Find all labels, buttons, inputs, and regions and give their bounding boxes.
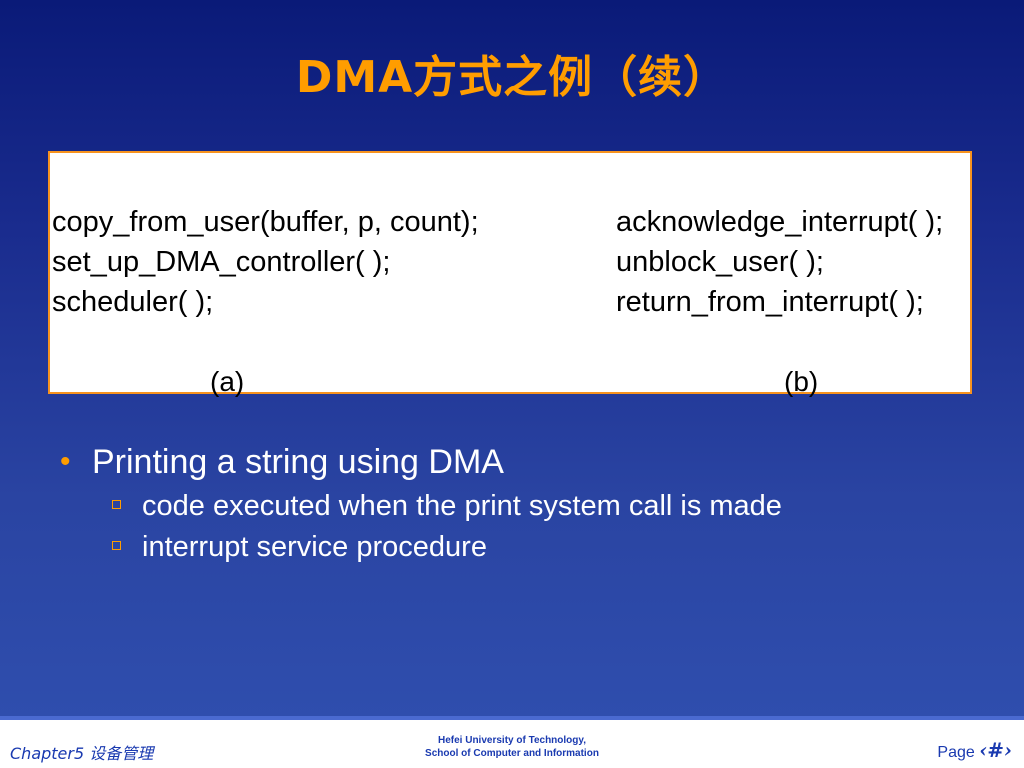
sub-bullet-text: code executed when the print system call… — [142, 490, 782, 522]
bullet-main-item: • Printing a string using DMA — [60, 440, 960, 484]
bullet-main-text: Printing a string using DMA — [92, 443, 504, 481]
footer-page-indicator: Page ‹#› — [937, 738, 1012, 762]
bullet-list: • Printing a string using DMA code execu… — [60, 440, 960, 568]
code-line-b-2: unblock_user( ); — [616, 246, 824, 278]
sub-bullet-item: interrupt service procedure — [110, 527, 960, 568]
caption-a: (a) — [210, 366, 245, 397]
sub-bullet-item: code executed when the print system call… — [110, 486, 960, 527]
code-figure-box: copy_from_user(buffer, p, count); set_up… — [48, 151, 972, 397]
square-bullet-icon — [112, 541, 121, 550]
footer-institution-line-1: Hefei University of Technology, — [438, 735, 586, 746]
square-bullet-icon — [112, 500, 121, 509]
sub-bullet-list: code executed when the print system call… — [110, 486, 960, 568]
code-line-a-1: copy_from_user(buffer, p, count); — [52, 206, 479, 238]
code-line-b-1: acknowledge_interrupt( ); — [616, 206, 944, 238]
footer-page-label: Page — [937, 744, 975, 761]
footer-page-number: ‹#› — [979, 738, 1012, 762]
slide-title: DMA方式之例（续） — [295, 52, 729, 103]
footer-institution: Hefei University of Technology, School o… — [0, 734, 1024, 760]
code-line-a-2: set_up_DMA_controller( ); — [52, 246, 391, 278]
slide-footer: Chapter5 设备管理 Hefei University of Techno… — [0, 716, 1024, 768]
footer-chapter-label: Chapter5 设备管理 — [10, 744, 154, 763]
code-line-a-3: scheduler( ); — [52, 286, 214, 318]
sub-bullet-text: interrupt service procedure — [142, 531, 487, 563]
bullet-dot-icon: • — [60, 445, 71, 478]
footer-institution-line-2: School of Computer and Information — [425, 748, 599, 759]
code-line-b-3: return_from_interrupt( ); — [616, 286, 924, 318]
caption-b: (b) — [784, 366, 819, 397]
